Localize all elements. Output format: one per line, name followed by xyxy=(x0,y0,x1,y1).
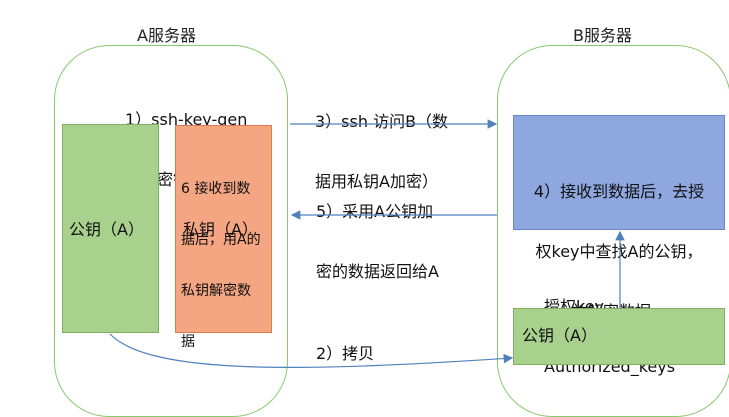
step6-line3: 私钥解密数 xyxy=(181,283,251,299)
public-key-b-block: 公钥（A） xyxy=(513,308,725,365)
step4-line1: 4）接收到数据后，去授 xyxy=(533,182,705,201)
step6-line2: 据后，用A的 xyxy=(181,232,261,248)
server-b-title: B服务器 xyxy=(573,26,632,45)
server-a-title: A服务器 xyxy=(137,26,196,45)
step2-copy-arrow xyxy=(109,333,514,368)
step3-line2: 据用私钥A加密） xyxy=(315,172,438,191)
step6-line4: 据 xyxy=(181,334,195,350)
arrows-layer xyxy=(109,119,625,368)
private-key-a-label: 私钥（A） xyxy=(183,220,258,239)
private-key-a-block: 6 接收到数 据后，用A的 私钥解密数 据 私钥（A） xyxy=(175,125,272,350)
public-key-b-label: 公钥（A） xyxy=(522,326,597,345)
step4-block: 4）接收到数据后，去授 权key中查找A的公钥， 并解密数据。 xyxy=(513,115,725,321)
step5-line2: 密的数据返回给A xyxy=(316,262,439,281)
public-key-a-block: 公钥（A） xyxy=(62,124,159,333)
step6-line1: 6 接收到数 xyxy=(181,181,251,197)
step5-text: 5）采用A公钥加 密的数据返回给A xyxy=(316,162,439,302)
step2-label: 2）拷贝 xyxy=(316,344,375,363)
step6-text: 6 接收到数 据后，用A的 私钥解密数 据 xyxy=(181,147,261,385)
step3-text: 3）ssh 访问B（数 据用私钥A加密） xyxy=(315,72,448,212)
step3-line1: 3）ssh 访问B（数 xyxy=(315,112,449,131)
step4-line2: 权key中查找A的公钥， xyxy=(535,242,703,261)
step5-line1: 5）采用A公钥加 xyxy=(316,202,434,221)
public-key-a-label: 公钥（A） xyxy=(69,220,144,239)
